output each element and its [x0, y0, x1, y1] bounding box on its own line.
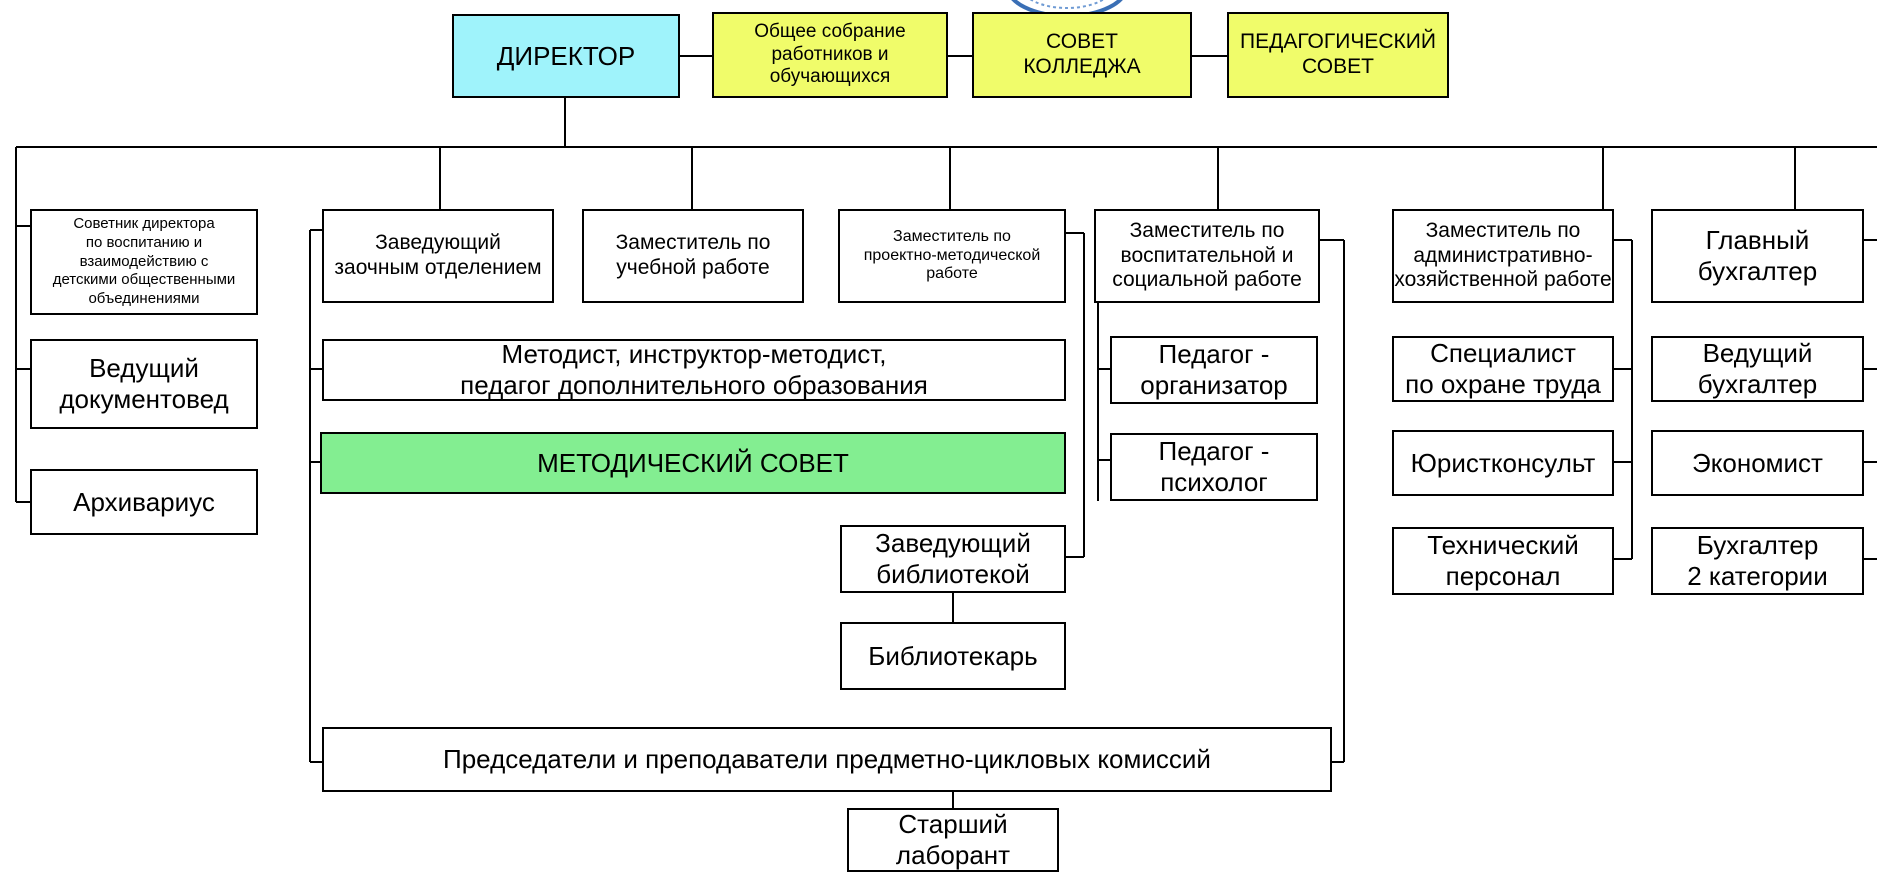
methodists-box: Методист, инструктор-методист, педагог д… — [322, 339, 1066, 401]
general-meeting-box: Общее собрание работников и обучающихся — [712, 12, 948, 98]
academic-deputy-box: Заместитель по учебной работе — [582, 209, 804, 303]
administrative-deputy-box: Заместитель по административно- хозяйств… — [1392, 209, 1614, 303]
pedagogical-council-box: ПЕДАГОГИЧЕСКИЙ СОВЕТ — [1227, 12, 1449, 98]
organizer-box: Педагог - организатор — [1110, 336, 1318, 404]
methodical-council-box: МЕТОДИЧЕСКИЙ СОВЕТ — [320, 432, 1066, 494]
advisor-box: Советник директора по воспитанию и взаим… — [30, 209, 258, 315]
project-methodical-deputy-box: Заместитель по проектно-методической раб… — [838, 209, 1066, 303]
college-council-box: СОВЕТ КОЛЛЕДЖА — [972, 12, 1192, 98]
commission-chairs-box: Председатели и преподаватели предметно-ц… — [322, 727, 1332, 792]
chief-accountant-box: Главный бухгалтер — [1651, 209, 1864, 303]
correspondence-head-box: Заведующий заочным отделением — [322, 209, 554, 303]
director-box: ДИРЕКТОР — [452, 14, 680, 98]
technical-staff-box: Технический персонал — [1392, 527, 1614, 595]
archivist-box: Архивариус — [30, 469, 258, 535]
economist-box: Экономист — [1651, 430, 1864, 496]
library-head-box: Заведующий библиотекой — [840, 525, 1066, 593]
psychologist-box: Педагог - психолог — [1110, 433, 1318, 501]
safety-specialist-box: Специалист по охране труда — [1392, 336, 1614, 402]
senior-lab-box: Старший лаборант — [847, 808, 1059, 872]
accountant-cat2-box: Бухгалтер 2 категории — [1651, 527, 1864, 595]
librarian-box: Библиотекарь — [840, 622, 1066, 690]
lead-records-manager-box: Ведущий документовед — [30, 339, 258, 429]
legal-advisor-box: Юристконсульт — [1392, 430, 1614, 496]
educational-social-deputy-box: Заместитель по воспитательной и социальн… — [1094, 209, 1320, 303]
lead-accountant-box: Ведущий бухгалтер — [1651, 336, 1864, 402]
